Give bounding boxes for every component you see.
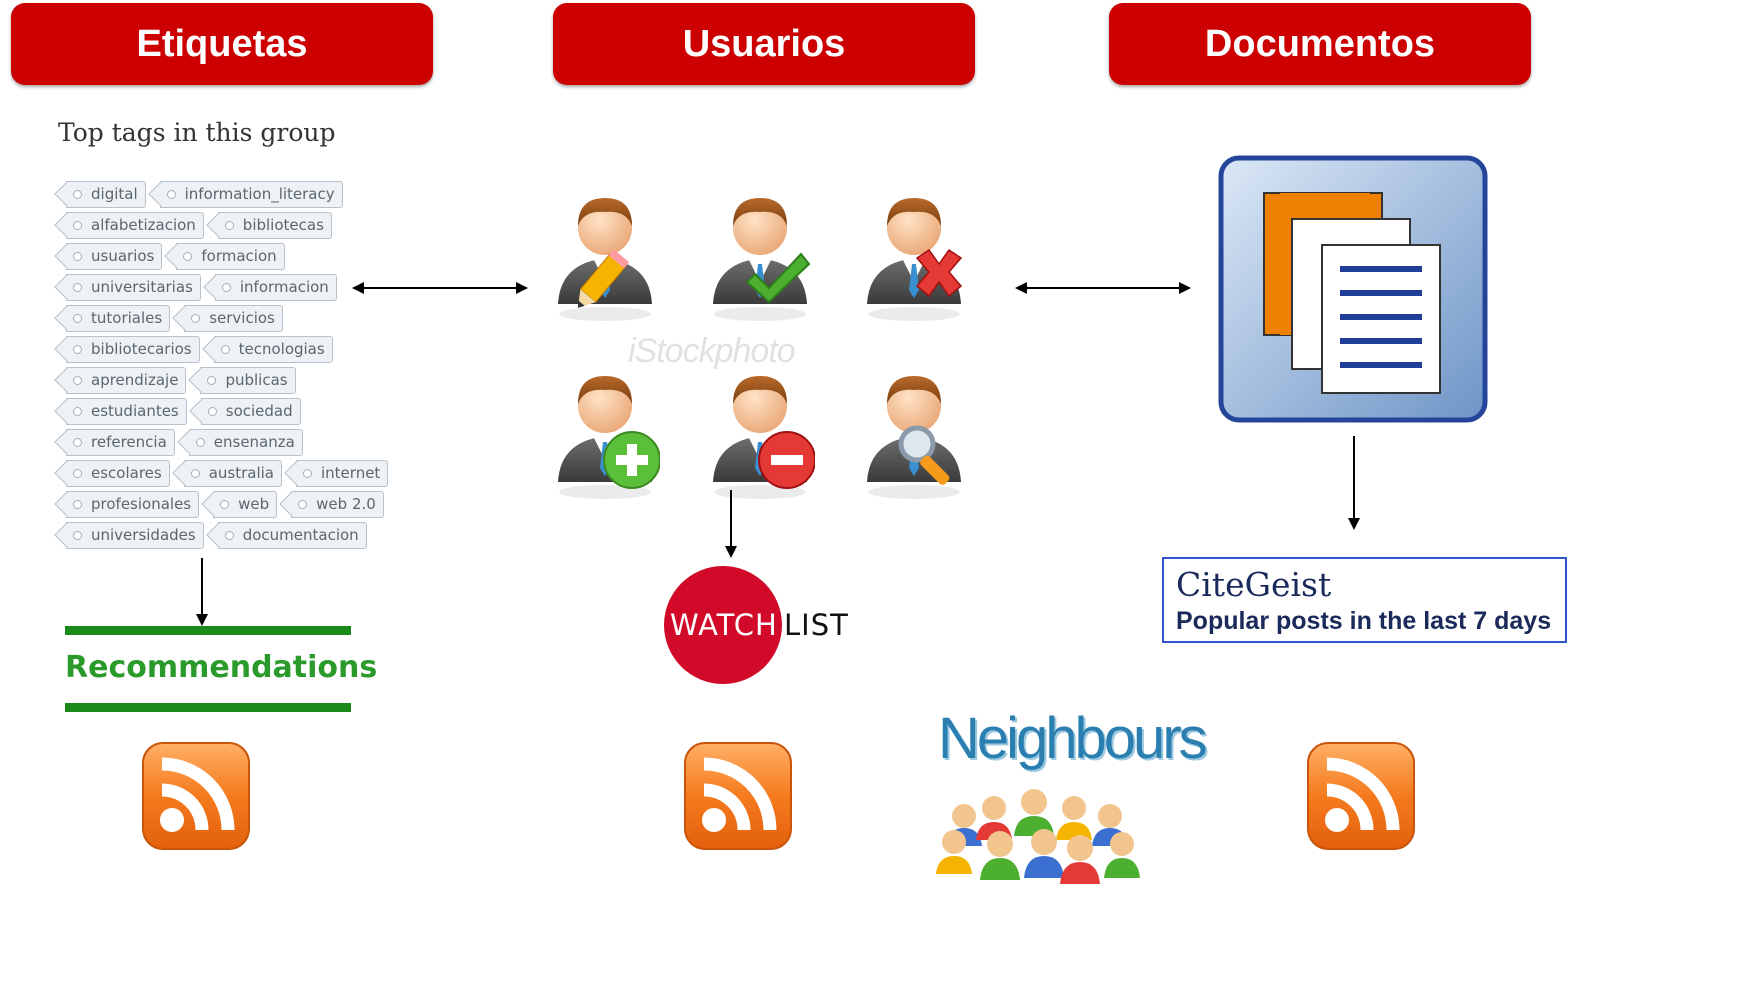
tag-link[interactable]: web 2.0 bbox=[291, 491, 384, 518]
user-delete-icon bbox=[859, 186, 969, 326]
header-etiquetas-label: Etiquetas bbox=[136, 22, 308, 65]
tag-link[interactable]: usuarios bbox=[66, 243, 163, 270]
people-group-icon bbox=[936, 789, 1140, 884]
tag-row: referencia ensenanza bbox=[58, 429, 388, 460]
arrow-users-docs bbox=[1015, 282, 1191, 294]
rec-top-bar bbox=[65, 626, 351, 635]
user-search-icon bbox=[859, 364, 969, 504]
watermark-text: iStockphoto bbox=[628, 332, 796, 370]
tag-row: profesionales web web 2.0 bbox=[58, 491, 388, 522]
tag-link[interactable]: universitarias bbox=[66, 274, 201, 301]
user-check-icon bbox=[705, 186, 815, 326]
header-etiquetas: Etiquetas bbox=[11, 3, 433, 85]
tag-row: universidades documentacion bbox=[58, 522, 388, 553]
citegeist-title: CiteGeist bbox=[1176, 565, 1332, 604]
tag-row: aprendizaje publicas bbox=[58, 367, 388, 398]
tag-cloud: digital information_literacy alfabetizacio… bbox=[58, 181, 389, 553]
neighbours-label: Neighbours bbox=[938, 706, 1208, 771]
citegeist-box: CiteGeist Popular posts in the last 7 da… bbox=[1162, 557, 1567, 643]
watchlist-circle bbox=[664, 566, 782, 684]
arrow-tags-users bbox=[352, 282, 528, 294]
tag-row: universitarias informacion bbox=[58, 274, 388, 305]
tag-link[interactable]: australia bbox=[183, 460, 282, 487]
header-documentos-label: Documentos bbox=[1204, 22, 1436, 65]
tag-link[interactable]: referencia bbox=[66, 429, 175, 456]
tag-row: escolares australia internet bbox=[58, 460, 389, 491]
header-usuarios: Usuarios bbox=[553, 3, 975, 85]
tag-link[interactable]: formacion bbox=[176, 243, 285, 270]
rec-bottom-bar bbox=[65, 703, 351, 712]
tag-row: alfabetizacion bibliotecas bbox=[58, 212, 388, 243]
arrow-tags-down bbox=[196, 558, 208, 626]
header-usuarios-label: Usuarios bbox=[682, 22, 846, 65]
tag-link[interactable]: documentacion bbox=[217, 522, 367, 549]
tag-row: digital information_literacy bbox=[58, 181, 388, 212]
tag-row: bibliotecarios tecnologias bbox=[58, 336, 388, 367]
tag-link[interactable]: informacion bbox=[214, 274, 337, 301]
rss-icon[interactable] bbox=[1305, 740, 1417, 852]
watchlist-watch-label: WATCH bbox=[670, 608, 778, 642]
tag-link[interactable]: universidades bbox=[66, 522, 204, 549]
tag-link[interactable]: alfabetizacion bbox=[66, 212, 204, 239]
tag-link[interactable]: servicios bbox=[184, 305, 283, 332]
rss-icon[interactable] bbox=[682, 740, 794, 852]
tag-row: estudiantes sociedad bbox=[58, 398, 388, 429]
tag-link[interactable]: digital bbox=[66, 181, 146, 208]
tag-link[interactable]: information_literacy bbox=[159, 181, 343, 208]
tags-title: Top tags in this group bbox=[58, 118, 336, 147]
arrow-users-down bbox=[725, 490, 737, 558]
citegeist-subtitle: Popular posts in the last 7 days bbox=[1176, 607, 1552, 635]
recommendations-box: Recommendations bbox=[65, 626, 378, 712]
tag-link[interactable]: escolares bbox=[66, 460, 170, 487]
tag-row: tutoriales servicios bbox=[58, 305, 388, 336]
documents-icon bbox=[1218, 155, 1488, 423]
tag-link[interactable]: tutoriales bbox=[66, 305, 171, 332]
header-documentos: Documentos bbox=[1109, 3, 1531, 85]
tag-link[interactable]: tecnologias bbox=[213, 336, 333, 363]
tag-link[interactable]: bibliotecarios bbox=[66, 336, 200, 363]
tag-link[interactable]: publicas bbox=[200, 367, 296, 394]
tag-link[interactable]: estudiantes bbox=[66, 398, 187, 425]
tag-link[interactable]: internet bbox=[296, 460, 389, 487]
tag-link[interactable]: aprendizaje bbox=[66, 367, 187, 394]
tag-link[interactable]: ensenanza bbox=[188, 429, 303, 456]
user-edit-icon bbox=[550, 186, 660, 326]
user-remove-icon bbox=[705, 364, 816, 504]
tag-row: usuarios formacion bbox=[58, 243, 388, 274]
user-add-icon bbox=[550, 364, 661, 504]
recommendations-label: Recommendations bbox=[65, 650, 378, 685]
rss-icon[interactable] bbox=[140, 740, 252, 852]
arrow-docs-down bbox=[1348, 436, 1360, 530]
tag-link[interactable]: bibliotecas bbox=[217, 212, 332, 239]
tag-link[interactable]: web bbox=[213, 491, 278, 518]
tag-link[interactable]: profesionales bbox=[66, 491, 200, 518]
tag-link[interactable]: sociedad bbox=[200, 398, 301, 425]
watchlist-list-label: LIST bbox=[784, 608, 849, 642]
